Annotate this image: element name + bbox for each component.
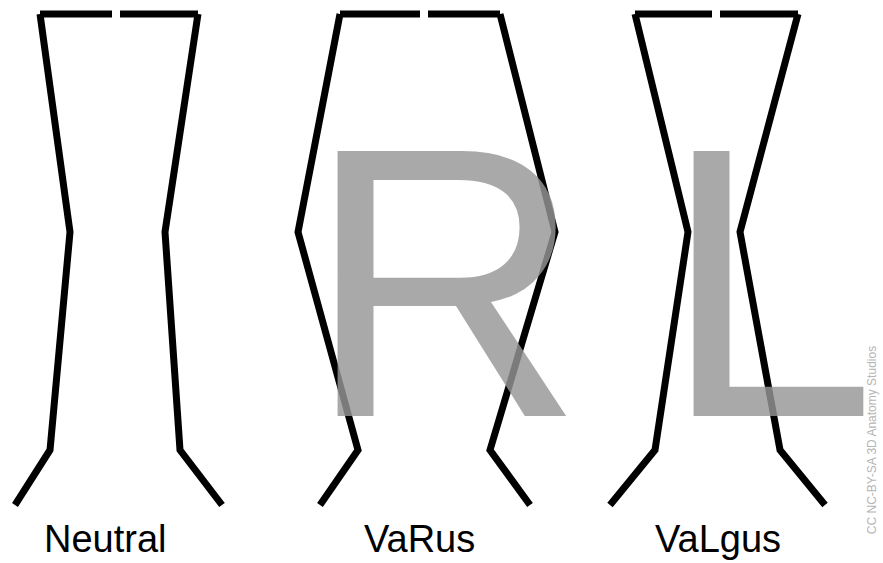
neutral-legs [15,14,222,505]
leg-line [15,14,70,505]
side-letter: L [662,90,876,475]
alignment-label: Neutral [44,520,167,558]
hip-line [40,11,112,18]
alignment-label: VaLgus [655,520,781,558]
hip-line [635,11,712,18]
watermark: CC NC-BY-SA 3D Anatomy Studios [866,346,878,534]
leg-line [165,14,222,505]
side-letter: R [306,90,584,475]
hip-line [428,11,500,18]
hip-line [720,11,798,18]
alignment-label: VaRus [364,520,475,558]
hip-line [340,11,420,18]
hip-line [120,11,198,18]
